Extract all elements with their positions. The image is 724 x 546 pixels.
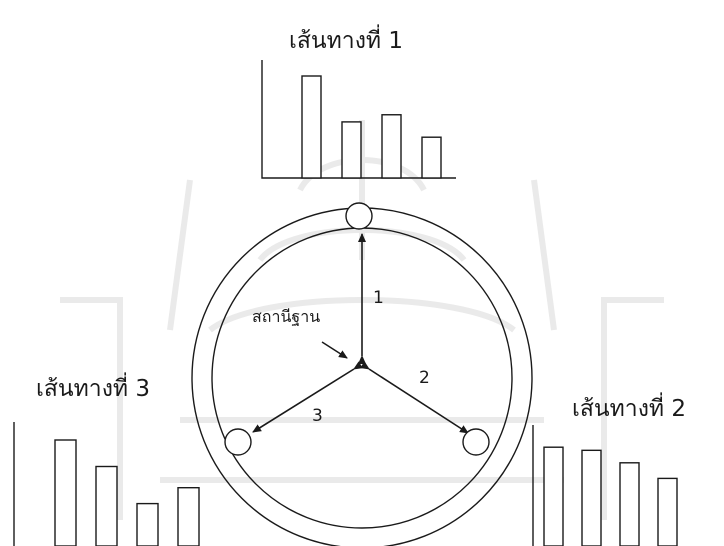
route-1-title: เส้นทางที่ 1 (289, 30, 403, 53)
route-3-bar-chart (14, 422, 199, 546)
route-3-bar-3 (137, 504, 158, 546)
route-1-bar-2 (342, 122, 361, 178)
route-3-bar-4 (178, 488, 199, 546)
route-3-bar-1 (55, 440, 76, 546)
route-1-bar-1 (302, 76, 321, 178)
route-2-title: เส้นทางที่ 2 (572, 398, 686, 421)
route-1-bar-4 (422, 137, 441, 178)
route-2-bar-3 (620, 463, 639, 546)
station-pointer (322, 342, 347, 358)
route-2-node (463, 429, 489, 455)
route-1-distance-label: 1 (373, 290, 384, 307)
route-3-distance-label: 3 (312, 408, 323, 425)
route-1-bar-chart (262, 60, 456, 178)
route-3-bar-2 (96, 467, 117, 546)
base-station-label: สถานีฐาน (252, 309, 320, 325)
route-2-bar-4 (658, 478, 677, 546)
route-2-bar-1 (544, 447, 563, 546)
route-2-bar-2 (582, 450, 601, 546)
route-2-distance-label: 2 (419, 370, 430, 387)
route-1-node (346, 203, 372, 229)
route-1-bar-3 (382, 115, 401, 178)
route-3-node (225, 429, 251, 455)
route-3-title: เส้นทางที่ 3 (36, 378, 150, 401)
